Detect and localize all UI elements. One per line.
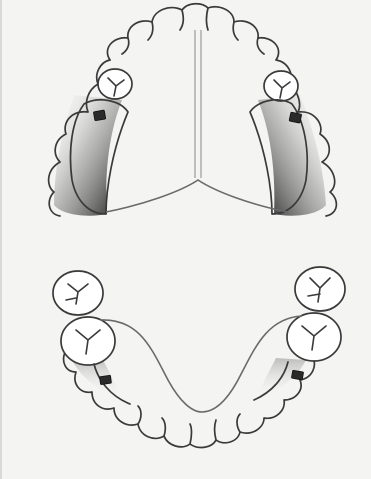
upper-right-bracket — [289, 112, 302, 123]
upper-palatal-wire — [106, 180, 288, 212]
lower-arch — [53, 267, 345, 447]
upper-midline-wire — [195, 30, 201, 178]
upper-teeth-separators — [122, 8, 264, 54]
lower-lingual-wire — [100, 316, 302, 412]
upper-left-bracket — [93, 110, 105, 121]
upper-left-appliance-shading — [54, 95, 122, 216]
upper-arch — [49, 4, 337, 216]
lower-right-bracket — [291, 370, 303, 380]
lower-left-bracket — [99, 375, 111, 384]
